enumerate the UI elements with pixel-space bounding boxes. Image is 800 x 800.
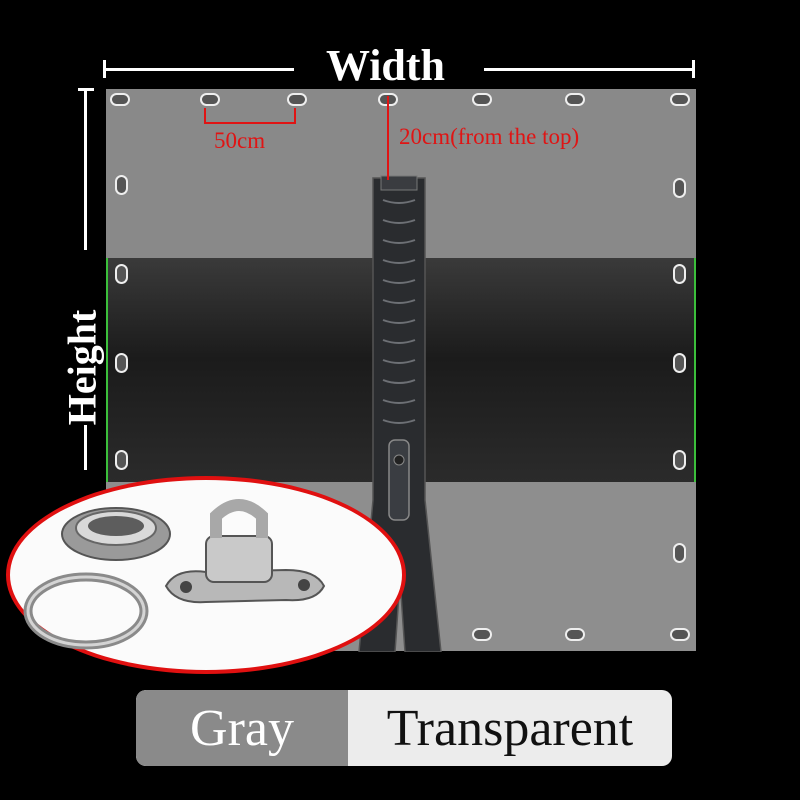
color-option-selector: Gray Transparent (136, 690, 672, 766)
transparent-option[interactable]: Transparent (386, 699, 634, 757)
width-tick-right (692, 60, 695, 78)
gray-option[interactable]: Gray (136, 690, 348, 766)
grommet (673, 450, 686, 470)
green-edge-right (694, 258, 696, 482)
spacing-bracket (204, 108, 296, 124)
width-line-left (104, 68, 294, 71)
grommet (472, 628, 492, 641)
grommet (472, 93, 492, 106)
grommet (115, 450, 128, 470)
grommet (115, 264, 128, 284)
grommet (115, 353, 128, 373)
spacing-label: 50cm (214, 128, 266, 153)
grommet (673, 264, 686, 284)
grommet (673, 178, 686, 198)
grommet (670, 93, 690, 106)
grommet (673, 353, 686, 373)
grommet (200, 93, 220, 106)
width-label: Width (326, 41, 446, 90)
grommet (673, 543, 686, 563)
height-label: Height (59, 309, 105, 426)
height-tick-top (78, 88, 94, 91)
width-tick-left (103, 60, 106, 78)
grommet (115, 175, 128, 195)
grommet (565, 628, 585, 641)
width-line-right (484, 68, 694, 71)
zipper-offset-label: 20cm(from the top) (399, 124, 580, 149)
fastener-hardware-image (23, 499, 326, 650)
grommet (565, 93, 585, 106)
grommet (670, 628, 690, 641)
height-line (84, 90, 87, 250)
zipper-offset-line (387, 96, 389, 180)
grommet (110, 93, 130, 106)
height-line-lower (84, 425, 87, 470)
grommet (287, 93, 307, 106)
green-edge-left (106, 258, 108, 482)
